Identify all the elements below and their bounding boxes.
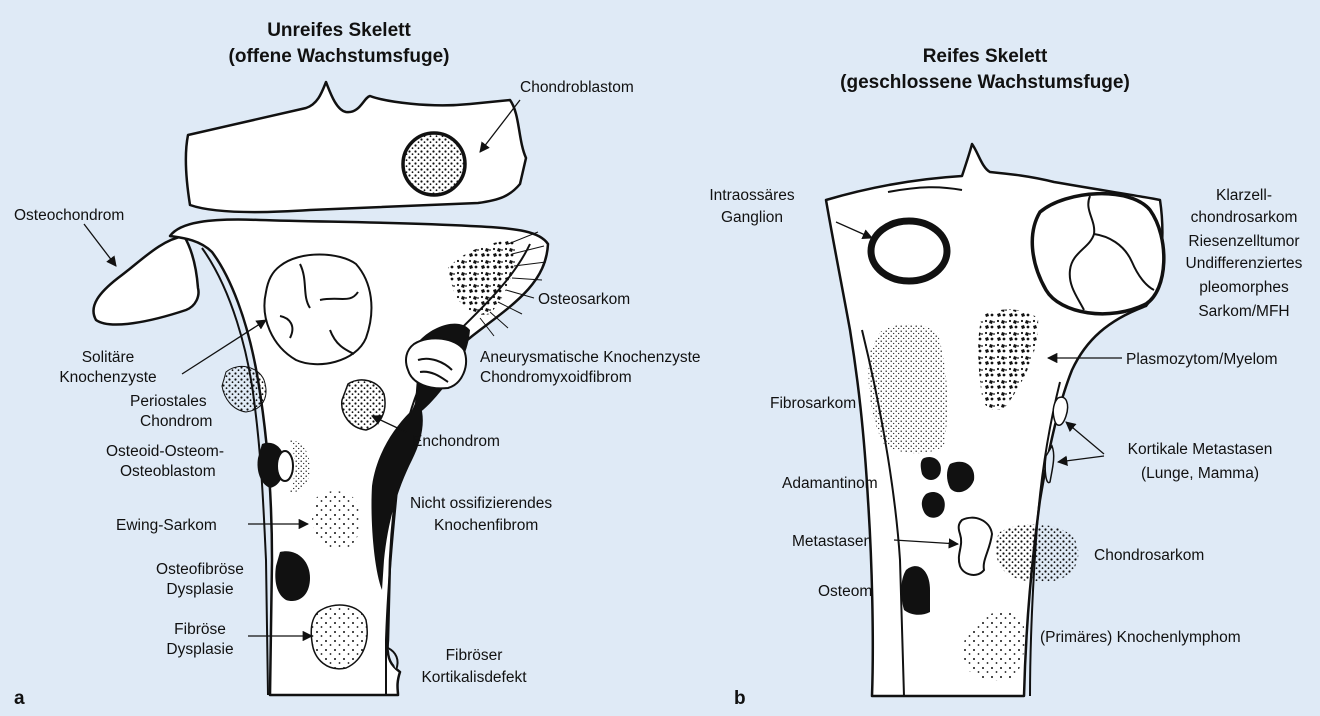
periostales-chondrom-lesion: [222, 366, 266, 412]
chondrosarkom-lesion: [996, 524, 1079, 582]
label-klarzell-1: Klarzell-: [1216, 187, 1272, 204]
label-plasmozytom: Plasmozytom/Myelom: [1126, 351, 1278, 368]
label-osteofibroese-1: Osteofibröse: [156, 561, 244, 578]
label-klarzell-2: chondrosarkom: [1191, 209, 1298, 226]
panel-a-letter: a: [14, 688, 25, 709]
label-adamantinom: Adamantinom: [782, 475, 878, 492]
label-ewing-sarkom: Ewing-Sarkom: [116, 517, 217, 534]
label-chondrosarkom: Chondrosarkom: [1094, 547, 1204, 564]
label-chondromyxoidfibrom: Chondromyxoidfibrom: [480, 369, 632, 386]
label-nicht-ossifizierendes-1: Nicht ossifizierendes: [410, 495, 552, 512]
label-solitaere-2: Knochenzyste: [59, 369, 156, 386]
label-fibroese-dysplasie-2: Dysplasie: [166, 641, 233, 658]
panel-a: Unreifes Skelett (offene Wachstumsfuge) …: [14, 20, 701, 709]
label-fibrosarkom: Fibrosarkom: [770, 395, 856, 412]
osteoid-osteom-lesion: [277, 451, 293, 481]
riesenzelltumor-lesion: [1032, 194, 1164, 314]
label-undifferenziertes-1: Undifferenziertes: [1186, 255, 1303, 272]
panel-a-title-line1: Unreifes Skelett: [267, 20, 411, 41]
label-kortikale-metastasen-2: (Lunge, Mamma): [1141, 465, 1259, 482]
epiphysis-a: [186, 82, 526, 212]
chondroblastom-lesion: [403, 133, 465, 195]
panel-b: Reifes Skelett (geschlossene Wachstumsfu…: [709, 46, 1302, 709]
intraossaeres-ganglion-lesion: [871, 221, 947, 281]
label-periostales-2: Chondrom: [140, 413, 212, 430]
label-osteosarkom: Osteosarkom: [538, 291, 630, 308]
label-undifferenziertes-2: pleomorphes: [1199, 279, 1289, 296]
label-intraossaeres-2: Ganglion: [721, 209, 783, 226]
solitaere-knochenzyste-lesion: [264, 255, 371, 365]
label-undifferenziertes-3: Sarkom/MFH: [1198, 303, 1289, 320]
label-enchondrom: Enchondrom: [412, 433, 500, 450]
label-kortikale-metastasen-1: Kortikale Metastasen: [1128, 441, 1273, 458]
panel-b-title-line2: (geschlossene Wachstumsfuge): [840, 72, 1130, 93]
label-fibroese-dysplasie-1: Fibröse: [174, 621, 226, 638]
fibrosarkom-lesion: [869, 324, 948, 453]
adamantinom-lesion-3: [922, 492, 945, 518]
label-osteofibroese-2: Dysplasie: [166, 581, 233, 598]
label-metastasen: Metastasen: [792, 533, 872, 550]
label-riesenzelltumor: Riesenzelltumor: [1188, 233, 1299, 250]
label-osteoid-1: Osteoid-Osteom-: [106, 443, 224, 460]
label-solitaere-1: Solitäre: [82, 349, 135, 366]
label-fibroeser-kortikalisdefekt-1: Fibröser: [446, 647, 503, 664]
label-knochenlymphom: (Primäres) Knochenlymphom: [1040, 629, 1241, 646]
label-osteochondrom: Osteochondrom: [14, 207, 124, 224]
panel-a-title-line2: (offene Wachstumsfuge): [229, 46, 450, 67]
osteom-lesion: [901, 566, 930, 615]
label-osteom: Osteom: [818, 583, 872, 600]
fibroese-dysplasie-lesion: [311, 605, 367, 669]
aneurysmatische-knochenzyste-lesion: [406, 338, 466, 388]
panel-b-letter: b: [734, 688, 746, 709]
kortikale-metastasen-lesion: [1053, 397, 1067, 425]
label-fibroeser-kortikalisdefekt-2: Kortikalisdefekt: [421, 669, 527, 686]
panel-b-title-line1: Reifes Skelett: [923, 46, 1048, 67]
osteochondrom-outgrowth: [93, 236, 198, 325]
label-chondroblastom: Chondroblastom: [520, 79, 634, 96]
label-intraossaeres-1: Intraossäres: [709, 187, 795, 204]
label-osteoid-2: Osteoblastom: [120, 463, 216, 480]
label-aneurysmatische-knochenzyste: Aneurysmatische Knochenzyste: [480, 349, 701, 366]
label-nicht-ossifizierendes-2: Knochenfibrom: [434, 517, 538, 534]
label-periostales-1: Periostales: [130, 393, 207, 410]
